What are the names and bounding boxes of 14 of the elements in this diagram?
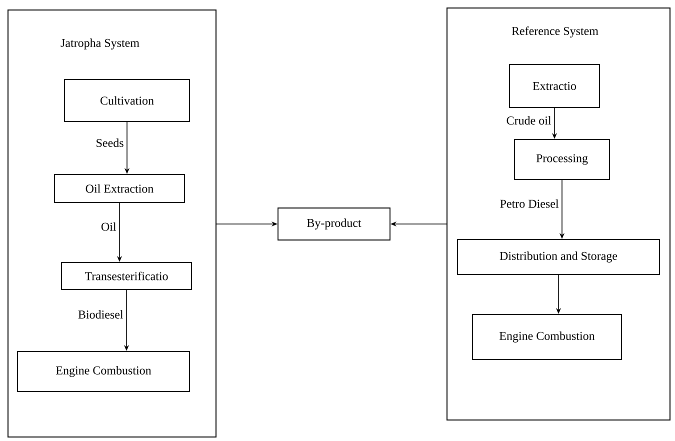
process-box: Processing	[514, 139, 610, 180]
process-box: Extractio	[509, 64, 600, 108]
process-box: Engine Combustion	[17, 351, 190, 392]
process-box: Oil Extraction	[54, 174, 185, 203]
edge-label: Crude oil	[505, 115, 552, 126]
edge-label: Petro Diesel	[498, 198, 560, 209]
edge-label: Seeds	[94, 138, 125, 148]
process-box: Cultivation	[64, 79, 190, 122]
edge-label: Biodiesel	[76, 309, 124, 320]
process-box: By-product	[278, 208, 390, 240]
process-box: Engine Combustion	[472, 314, 622, 360]
process-box: Distribution and Storage	[457, 239, 660, 275]
edge-label: Oil	[100, 221, 118, 232]
process-box: Transesterificatio	[61, 262, 192, 290]
